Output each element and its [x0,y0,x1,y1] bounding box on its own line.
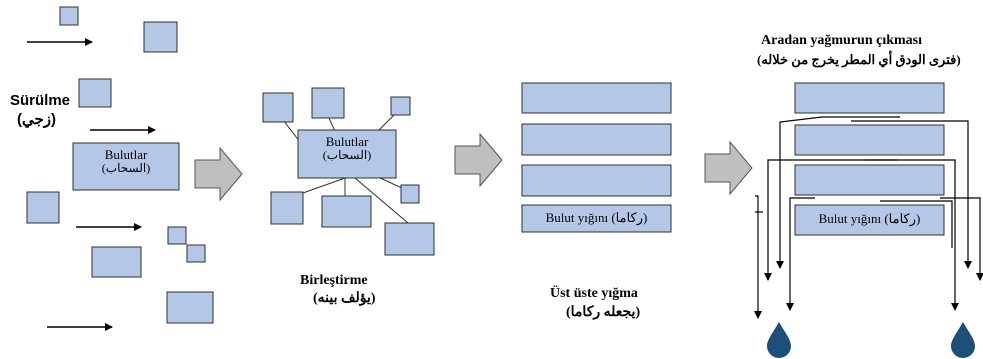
small-cloud [91,246,142,278]
stage1-label-tr: Sürülme [10,92,71,109]
small-cloud [270,191,304,225]
box-label-tr: Bulutlar [325,134,369,149]
right-block-arrow-icon [194,146,243,202]
right-block-arrow-icon [454,132,503,188]
stage1-box-label: Bulutlar (السحاب) [73,148,179,174]
stage2-label-tr: Birleştirme [300,273,368,288]
raindrop-icon [767,322,791,358]
stage3-label-ar: (يجعله ركاما) [566,305,641,320]
box-label-tr: Bulutlar [104,147,148,162]
small-cloud [166,291,214,324]
raindrop-icon [951,322,975,358]
small-cloud [400,184,420,204]
small-cloud [311,87,345,119]
stage2-joining [262,87,435,256]
main-cloud-box [72,142,180,191]
stage4-rain [754,82,983,358]
joined-cloud-box [297,129,397,179]
small-cloud [78,78,112,108]
stacked-cloud-layer [521,164,672,197]
stacked-cloud-base [794,204,945,236]
small-cloud [321,195,372,228]
small-cloud [26,191,60,224]
stage4-stack-label: Bulut yığını (ركاما) [818,211,921,226]
stage3-label-tr: Üst üste yığma [550,286,638,301]
small-cloud [384,222,435,256]
stacked-cloud-base [521,204,672,233]
small-cloud [262,92,294,123]
box-label-ar: (السحاب) [322,147,372,162]
stage2-box-label: Bulutlar (السحاب) [298,135,396,161]
small-cloud [143,21,178,53]
stacked-cloud-layer [794,124,945,156]
stage3-stack-label: Bulut yığını (ركاما) [545,210,648,225]
small-cloud [59,6,79,26]
small-cloud [186,244,206,263]
stage4-label-tr: Aradan yağmurun çıkması [761,33,923,48]
stacked-cloud-layer [521,82,672,114]
box-label-ar: (السحاب) [101,160,151,175]
stacked-cloud-layer [794,164,945,196]
stage1-label-ar: (زجي) [17,111,57,128]
small-cloud [167,226,187,245]
small-cloud [390,96,411,116]
stage4-label-ar: (فترى الودق أي المطر يخرج من خلاله) [757,52,961,67]
stacked-cloud-layer [794,82,945,114]
right-block-arrow-icon [704,140,753,196]
stage2-label-ar: (يؤلف بينه) [313,291,376,306]
stage1-driving [26,6,214,331]
stacked-cloud-layer [521,123,672,156]
stage3-stacking [521,82,672,233]
